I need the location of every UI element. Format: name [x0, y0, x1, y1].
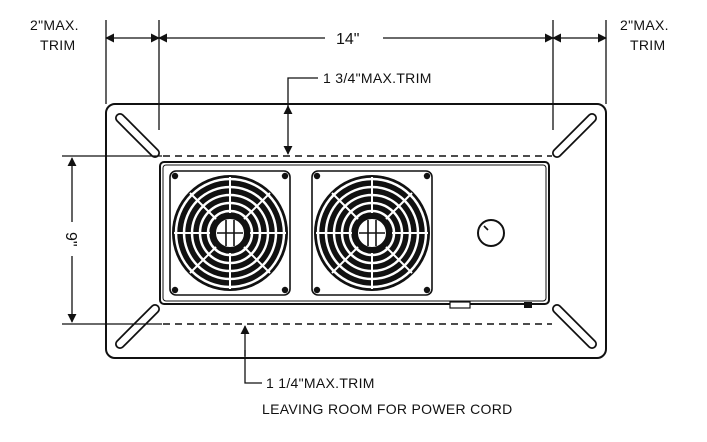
bottom-trim-label-line1: 1 1/4"MAX.TRIM	[266, 375, 375, 391]
bottom-trim-callout: 1 1/4"MAX.TRIM LEAVING ROOM FOR POWER CO…	[240, 325, 513, 417]
trim-frame	[105, 103, 607, 359]
height-dimension: 9"	[62, 155, 162, 325]
control-knob-icon	[477, 219, 505, 247]
right-trim-dimension: 2"MAX. TRIM	[552, 17, 669, 104]
corner-slot-top-right	[552, 113, 597, 158]
fan-icon	[311, 170, 433, 296]
corner-slot-bottom-left	[115, 304, 160, 349]
left-trim-label-line2: TRIM	[40, 37, 75, 53]
right-trim-label-line1: 2"MAX.	[620, 17, 669, 33]
corner-slot-bottom-right	[552, 304, 597, 349]
top-trim-callout: 1 3/4"MAX.TRIM	[283, 70, 432, 155]
left-trim-label-line1: 2"MAX.	[30, 17, 79, 33]
top-trim-label: 1 3/4"MAX.TRIM	[323, 70, 432, 86]
width-label: 14"	[336, 31, 359, 48]
corner-slot-top-left	[115, 113, 160, 158]
left-trim-dimension: 2"MAX. TRIM	[30, 17, 160, 130]
fan-icon	[169, 170, 291, 296]
height-label: 9"	[62, 232, 79, 247]
right-trim-label-line2: TRIM	[630, 37, 665, 53]
bottom-trim-label-line2: LEAVING ROOM FOR POWER CORD	[262, 401, 513, 417]
